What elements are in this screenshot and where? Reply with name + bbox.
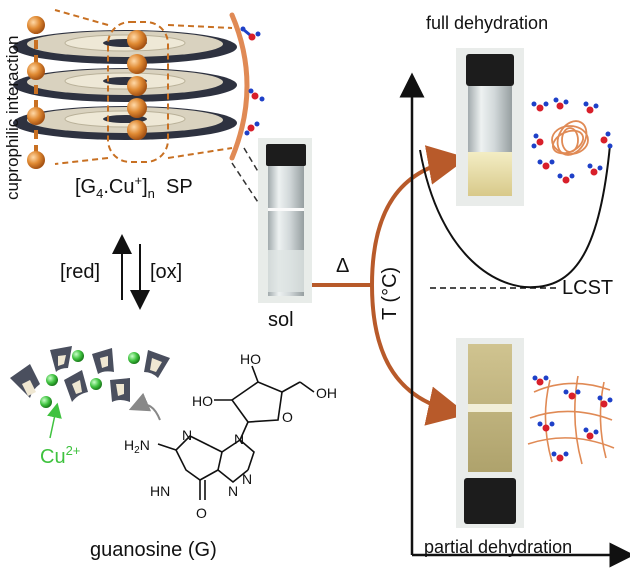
atom-n-a: N (182, 427, 193, 443)
cuprophilic-label: cuprophilic interaction (3, 35, 22, 200)
atom-n-d: N (228, 483, 239, 499)
phase-curve (419, 144, 611, 289)
copper-column (127, 30, 147, 140)
quartet-disc-1 (13, 30, 237, 64)
temperature-axis-label: T (°C) (379, 266, 401, 320)
atom-ring-oxygen: O (282, 409, 293, 425)
water-cloud-full (531, 97, 613, 184)
atom-carbonyl-oxygen: O (196, 505, 207, 521)
fiber-network (527, 375, 615, 465)
redox-arrows (112, 234, 150, 310)
guanosine-monomers (10, 346, 170, 408)
oxidation-label: [ox] (150, 261, 183, 283)
guanosine-label: guanosine (G) (90, 539, 217, 561)
atom-amine: H2N (124, 437, 150, 456)
water-molecule (244, 121, 260, 136)
sol-vial (258, 138, 312, 303)
water-molecule (240, 26, 261, 41)
atom-n-c: N (242, 471, 253, 487)
coiled-fiber (551, 120, 589, 156)
partial-dehydration-label: partial dehydration (424, 537, 573, 557)
quartet-disc-3 (13, 106, 237, 140)
fiber-arc (229, 12, 265, 161)
lcst-label: LCST (562, 277, 614, 299)
reduction-label: [red] (60, 261, 101, 283)
atom-hn: HN (150, 483, 171, 499)
sol-label: sol (268, 309, 294, 331)
atom-n-b: N (234, 431, 245, 447)
water-cloud-partial (532, 375, 613, 462)
atom-oh-right: OH (316, 385, 337, 401)
complex-label: [G4.Cu+]n SP (75, 173, 193, 201)
full-dehydration-vial (456, 48, 524, 206)
copper-ion-label: Cu2+ (40, 443, 81, 468)
water-molecule (248, 88, 265, 102)
heat-label: Δ (336, 255, 350, 277)
cuprophilic-chain (27, 16, 45, 169)
atom-ho-left: HO (192, 393, 213, 409)
quartet-stack (13, 9, 237, 165)
quartet-disc-2 (13, 68, 237, 102)
atom-ho-top: HO (240, 351, 261, 367)
full-dehydration-label: full dehydration (426, 13, 549, 33)
partial-dehydration-vial (456, 338, 524, 528)
guanosine-structure (157, 365, 315, 500)
